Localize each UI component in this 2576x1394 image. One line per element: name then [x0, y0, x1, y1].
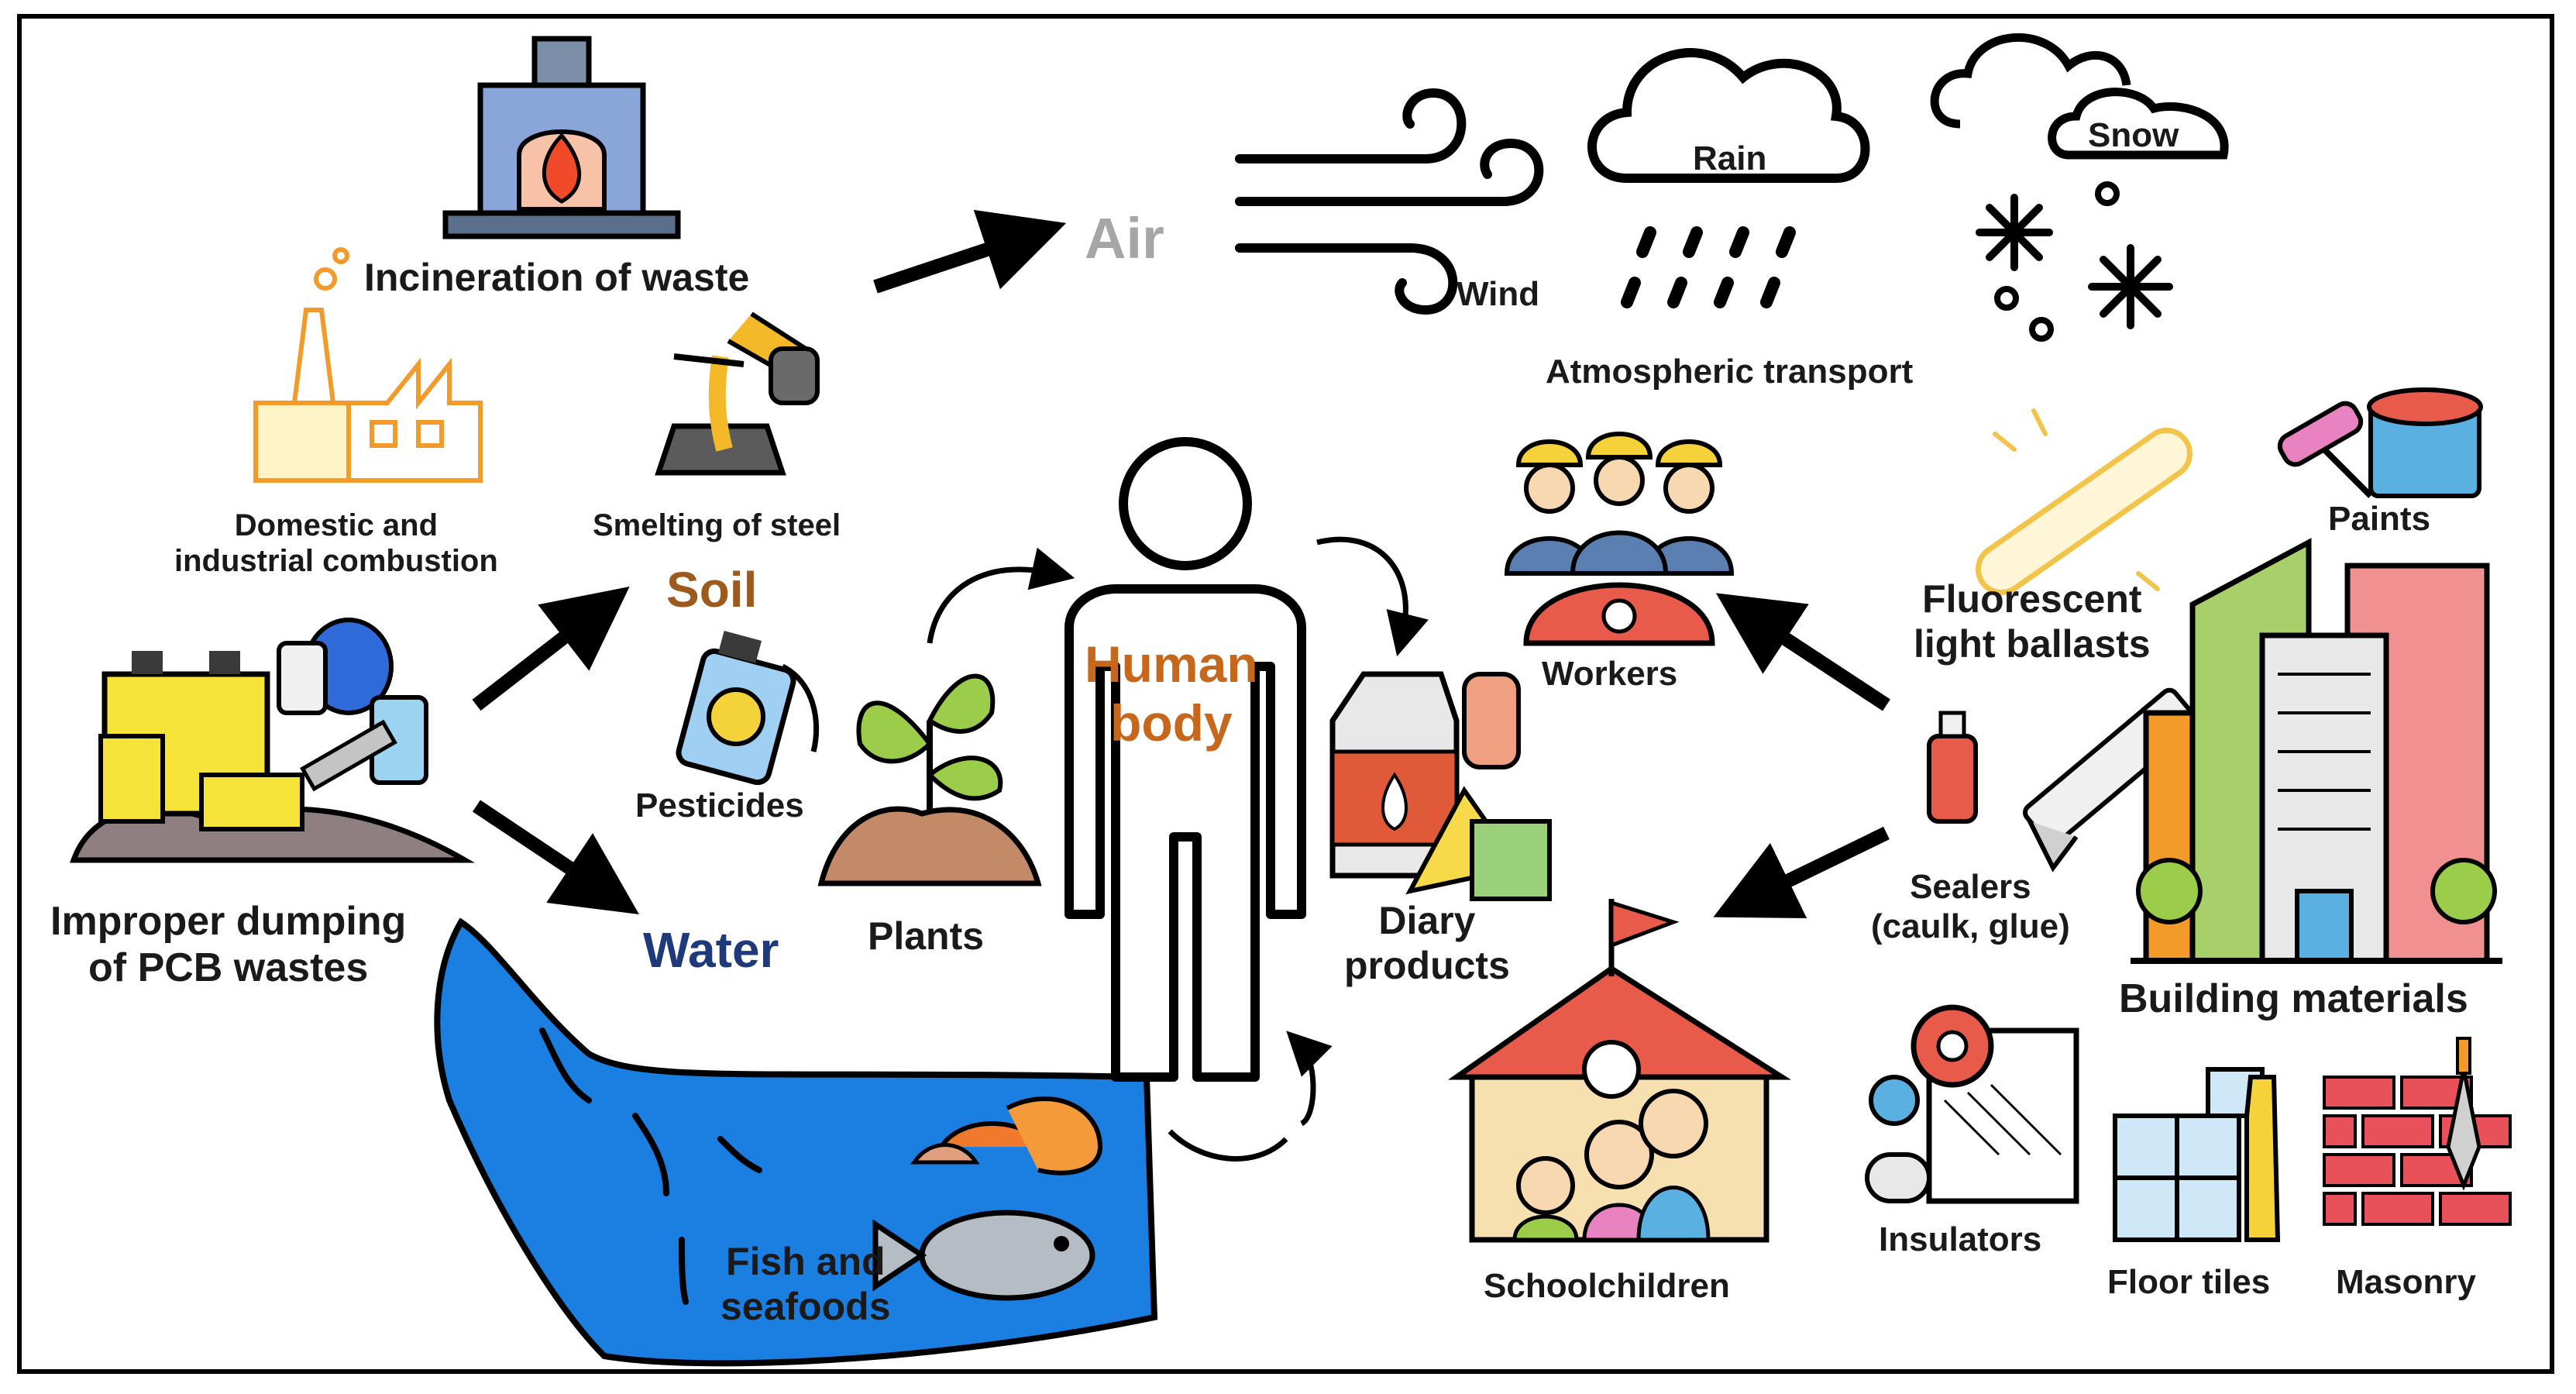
label-workers: Workers	[1542, 655, 1678, 693]
paint-icon	[2277, 387, 2483, 498]
label-diary: Diary products	[1344, 899, 1510, 987]
dairy-icon	[1329, 671, 1552, 901]
label-soil: Soil	[666, 562, 758, 618]
label-masonry: Masonry	[2336, 1263, 2476, 1301]
label-wind: Wind	[1457, 275, 1540, 313]
pesticide-sprayer-icon	[676, 631, 820, 786]
label-insulators: Insulators	[1879, 1220, 2042, 1258]
label-human: Human body	[1085, 635, 1258, 752]
label-atmospheric: Atmospheric transport	[1546, 353, 1914, 391]
label-paints: Paints	[2328, 500, 2431, 538]
plant-icon	[817, 673, 1042, 886]
brick-wall-icon	[2323, 1037, 2512, 1226]
label-pesticides: Pesticides	[635, 786, 804, 824]
workers-icon	[1504, 432, 1735, 646]
cycle-arrows	[927, 536, 1429, 1162]
floor-tiles-icon	[2113, 1067, 2281, 1242]
label-incineration: Incineration of waste	[364, 256, 750, 299]
label-rain: Rain	[1693, 139, 1767, 177]
label-improper: Improper dumping of PCB wastes	[50, 899, 407, 990]
fish-icon	[872, 1096, 1103, 1301]
furnace-icon	[442, 36, 681, 239]
insulation-icon	[1865, 1004, 2079, 1204]
factory-icon	[253, 247, 483, 483]
wind-icon	[1235, 88, 1544, 315]
label-floor: Floor tiles	[2107, 1263, 2271, 1301]
label-sealers: Sealers (caulk, glue)	[1871, 868, 2070, 945]
water-waves	[539, 1027, 762, 1305]
label-building: Building materials	[2119, 976, 2468, 1021]
waste-pile-icon	[70, 618, 475, 863]
label-schoolchildren: Schoolchildren	[1484, 1267, 1730, 1305]
school-icon	[1447, 899, 1792, 1243]
label-water: Water	[643, 922, 779, 978]
label-fluorescent: Fluorescent light ballasts	[1914, 577, 2151, 666]
fluorescent-tube-icon	[1976, 408, 2193, 596]
label-plants: Plants	[868, 914, 985, 958]
label-domestic: Domestic and industrial combustion	[174, 508, 498, 578]
label-air: Air	[1085, 206, 1164, 270]
flow-arrows	[472, 209, 1890, 918]
snow-cloud-icon	[1930, 33, 2229, 342]
human-figure-icon	[1064, 437, 1306, 1082]
rain-cloud-icon	[1587, 48, 1870, 308]
label-smelting: Smelting of steel	[593, 508, 841, 542]
label-fish: Fish and seafoods	[721, 1240, 891, 1328]
buildings-icon	[2131, 538, 2502, 964]
label-snow: Snow	[2088, 116, 2179, 154]
ladle-icon	[655, 311, 820, 476]
diagram-frame	[17, 14, 2554, 1374]
